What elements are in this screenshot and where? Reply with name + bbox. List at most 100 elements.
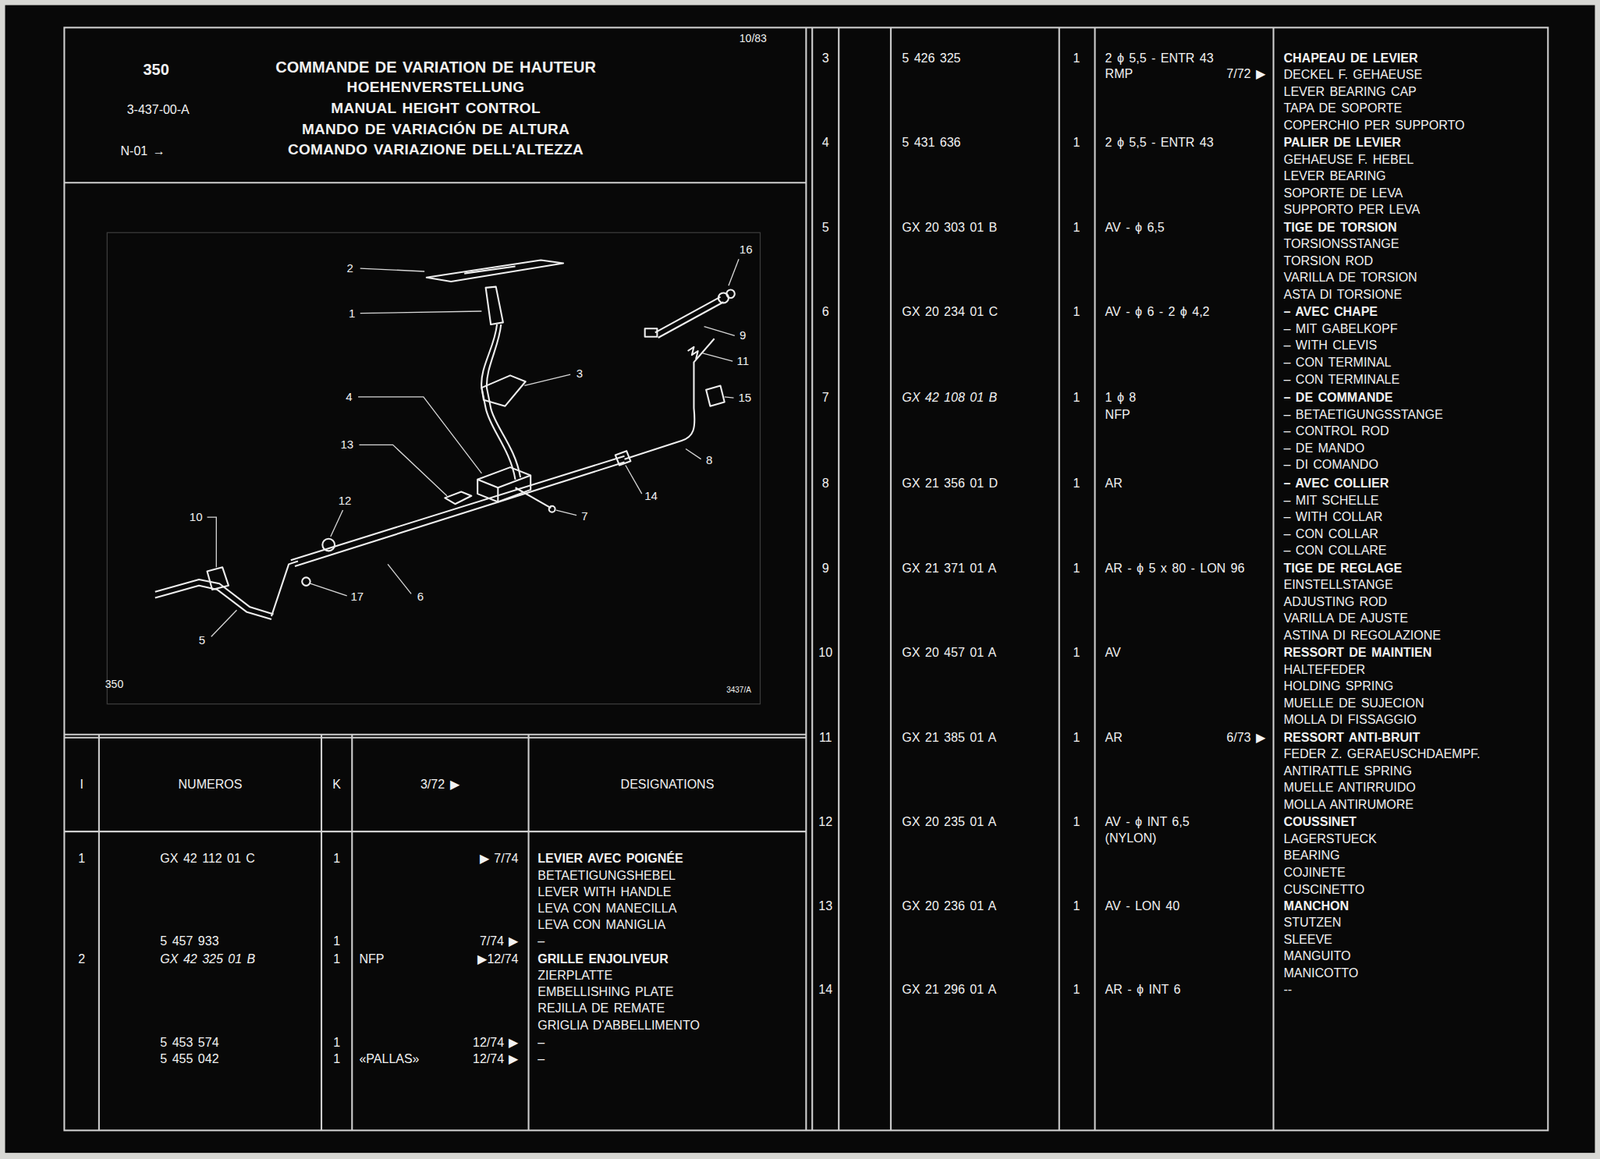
table-text: BEARING — [1284, 849, 1341, 864]
table-rule — [63, 737, 806, 739]
table-text: – DE COMMANDE — [1284, 390, 1394, 405]
table-text: TORSION ROD — [1284, 254, 1374, 269]
table-text: 7/74 ▶ — [479, 935, 519, 950]
table-text: 2 ϕ 5,5 - ENTR 43 — [1105, 135, 1214, 150]
leader-line — [360, 268, 425, 272]
table-text: 7/72 ▶ — [1226, 67, 1266, 82]
table-text: MANICOTTO — [1284, 966, 1359, 981]
callout-number: 15 — [738, 391, 753, 405]
table-text: 1 — [1073, 645, 1081, 660]
table-text: ZIERPLATTE — [537, 968, 613, 983]
table-text: GRILLE ENJOLIVEUR — [537, 952, 668, 967]
callout-number: 14 — [644, 489, 658, 503]
leader-line — [330, 510, 344, 537]
table-text: 4 — [822, 135, 830, 150]
control-rod-end — [549, 506, 556, 513]
table-text: 7 — [822, 390, 830, 405]
table-text: – — [537, 1052, 545, 1067]
small-part — [301, 577, 310, 586]
table-text: AV - ϕ 6,5 — [1105, 220, 1165, 235]
column-rule — [320, 734, 323, 1132]
table-text: – DE MANDO — [1284, 441, 1366, 456]
table-text: NFP — [1105, 408, 1131, 423]
table-text: – DI COMANDO — [1284, 458, 1379, 473]
table-text: – CONTROL ROD — [1284, 425, 1390, 440]
table-text: MANCHON — [1284, 899, 1350, 914]
lever-shaft — [481, 324, 515, 480]
table-text: DECKEL F. GEHAEUSE — [1284, 67, 1423, 82]
table-text: 1 — [1073, 561, 1081, 576]
table-text: 5 455 042 — [159, 1052, 219, 1067]
table-text: TAPA DE SOPORTE — [1284, 102, 1403, 117]
table-text: SUPPORTO PER LEVA — [1284, 203, 1421, 218]
table-text: 5 426 325 — [901, 51, 961, 66]
title-line: COMANDO VARIAZIONE DELL'ALTEZZA — [287, 141, 584, 159]
clevis — [645, 328, 658, 337]
table-text: 1 — [1073, 305, 1081, 320]
panel-divider — [811, 27, 813, 1131]
sleeve — [444, 492, 472, 505]
table-text: BETAETIGUNGSHEBEL — [537, 869, 676, 884]
outer-frame — [63, 27, 1548, 1131]
table-text: PALIER DE LEVIER — [1284, 135, 1402, 150]
table-text: AV - LON 40 — [1105, 899, 1181, 914]
table-text: SLEEVE — [1284, 933, 1333, 948]
table-text: ▶12/74 — [477, 952, 518, 967]
table-text: 3/72 ▶ — [420, 777, 460, 792]
callout-number: 12 — [338, 494, 352, 508]
table-text: HALTEFEDER — [1284, 663, 1366, 678]
column-rule — [351, 734, 353, 1132]
table-text: 14 — [818, 982, 833, 997]
table-text: «PALLAS» — [358, 1052, 419, 1067]
table-text: 3-437-00-A — [127, 102, 190, 118]
table-text: MUELLE DE SUJECION — [1284, 696, 1425, 711]
table-text: – WITH CLEVIS — [1284, 339, 1378, 354]
callout-number: 8 — [705, 454, 713, 468]
table-text: 3 — [822, 51, 830, 66]
leader-line — [728, 258, 739, 286]
table-text: CUSCINETTO — [1284, 883, 1366, 898]
table-text: LEVER BEARING — [1284, 169, 1387, 184]
column-rule — [98, 734, 100, 1132]
table-text: – WITH COLLAR — [1284, 510, 1384, 525]
rod-with-collar — [624, 338, 715, 459]
holding-spring — [207, 567, 229, 590]
callout-number: 5 — [198, 634, 206, 648]
table-text: 13 — [818, 899, 833, 914]
leader-line — [360, 311, 483, 314]
table-text: FEDER Z. GERAEUSCHDAEMPF. — [1284, 747, 1481, 762]
table-text: CHAPEAU DE LEVIER — [1284, 51, 1419, 66]
nut — [726, 290, 735, 299]
table-text: – MIT GABELKOPF — [1284, 322, 1398, 337]
table-text: GX 42 108 01 B — [901, 390, 997, 405]
table-text: 2 — [78, 952, 86, 967]
table-text: 5 431 636 — [901, 135, 961, 150]
rod-with-clevis — [290, 456, 625, 561]
table-text: I — [79, 777, 83, 792]
panel-divider — [805, 27, 807, 1131]
table-text: – CON COLLARE — [1284, 544, 1388, 559]
table-text: – — [537, 935, 545, 950]
table-text: GEHAEUSE F. HEBEL — [1284, 152, 1415, 167]
table-text: ▶ 7/74 — [479, 852, 519, 867]
lever-bearing — [477, 475, 531, 503]
table-text: GX 20 235 01 A — [901, 815, 997, 830]
illustration-frame — [106, 232, 760, 704]
leader-line — [524, 374, 571, 386]
table-text: 11 — [819, 730, 833, 746]
table-text: – CON COLLAR — [1284, 527, 1379, 542]
table-text: K — [332, 777, 341, 792]
table-text: – BETAETIGUNGSSTANGE — [1284, 407, 1444, 423]
collar — [615, 450, 632, 465]
table-text: 1 — [1073, 220, 1081, 235]
table-text: GX 21 296 01 A — [901, 982, 997, 997]
table-text: 1 — [1073, 899, 1081, 914]
column-rule — [1093, 27, 1096, 1131]
table-text: 6/73 ▶ — [1226, 730, 1266, 746]
torsion-rod — [155, 579, 274, 614]
table-text: 3437/A — [726, 685, 752, 695]
table-text: 8 — [822, 476, 830, 491]
table-text: TIGE DE REGLAGE — [1284, 561, 1403, 576]
table-text: AR — [1105, 476, 1123, 491]
table-text: 5 457 933 — [159, 935, 219, 950]
